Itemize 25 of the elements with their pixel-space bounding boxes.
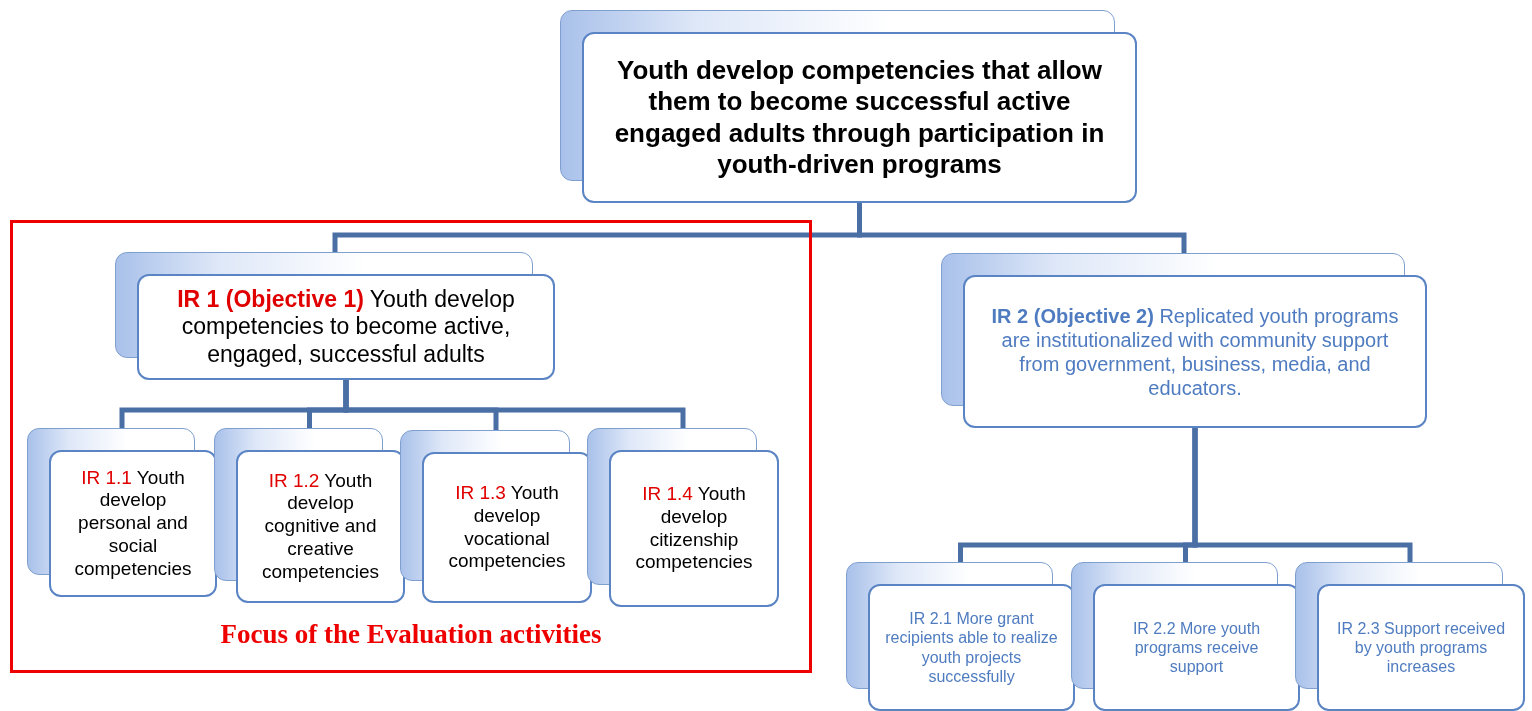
box-text: Youth develop competencies that allow them to become successful active engaged adults through participation in youth-driven programs	[613, 55, 1106, 180]
focus-frame	[10, 220, 812, 673]
box-text: IR 2 (Objective 2) Replicated youth programs are institutionalized with community support from government, business, media, and educators.	[990, 303, 1400, 400]
box-text: IR 1.1 Youth develop personal and social competencies	[73, 466, 193, 581]
stacked-box	[941, 253, 1427, 428]
stacked-box	[1295, 562, 1525, 711]
box-text: IR 1 (Objective 1) Youth develop competencies to become active, engaged, successful adults	[176, 285, 516, 369]
frame-title: Focus of the Evaluation activities	[219, 619, 603, 650]
stacked-box	[560, 10, 1137, 203]
box-text: IR 2.1 More grant recipients able to realize youth projects successfully	[884, 609, 1059, 686]
stacked-box	[846, 562, 1075, 711]
connector-line	[343, 380, 686, 428]
box-text: IR 2.2 More youth programs receive support	[1131, 618, 1262, 677]
stacked-box	[1071, 562, 1300, 711]
box-text: IR 1.4 Youth develop citizenship competencies	[634, 482, 754, 575]
box-text: IR 2.3 Support received by youth programs increases	[1335, 618, 1507, 677]
stacked-box	[587, 428, 779, 607]
stacked-box	[400, 430, 592, 603]
connector-line	[1192, 428, 1413, 562]
stacked-box	[214, 428, 405, 603]
box-text: IR 1.2 Youth develop cognitive and creative competencies	[260, 469, 381, 584]
stacked-box	[115, 252, 555, 380]
connector-line	[857, 203, 1187, 253]
box-text: IR 1.3 Youth develop vocational competencies	[447, 481, 567, 574]
stacked-box	[27, 428, 217, 597]
